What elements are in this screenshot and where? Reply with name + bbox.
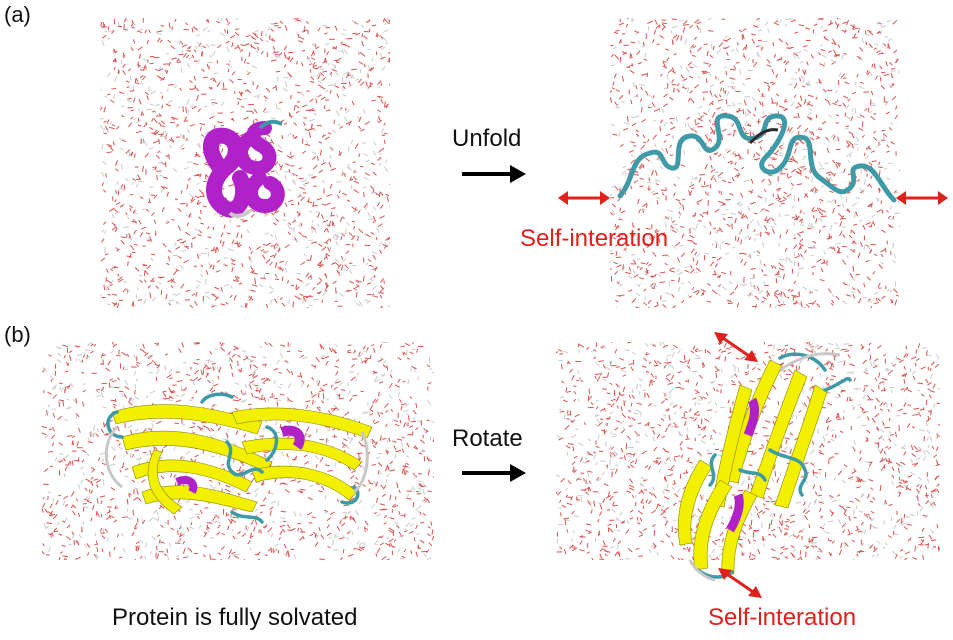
self-interaction-arrow-top-icon bbox=[714, 332, 758, 362]
self-interaction-arrow-bottom-icon bbox=[718, 568, 762, 598]
water-box-a-unfolded bbox=[610, 18, 900, 308]
beta-sheet-protein bbox=[104, 392, 373, 524]
self-interaction-label-b: Self-interation bbox=[708, 604, 857, 631]
unfold-label: Unfold bbox=[452, 125, 522, 152]
rotate-arrow-icon bbox=[462, 464, 526, 482]
unfold-arrow-icon bbox=[462, 165, 526, 183]
unfolded-protein-chain bbox=[617, 113, 897, 203]
self-interaction-label-a: Self-interation bbox=[520, 225, 669, 252]
water-box-b-original bbox=[42, 342, 434, 560]
rotated-beta-sheet-protein bbox=[677, 352, 852, 582]
self-interaction-arrow-right-icon bbox=[896, 191, 948, 205]
water-molecules bbox=[100, 18, 390, 308]
water-molecules bbox=[610, 18, 900, 308]
panel-a-letter: (a) bbox=[4, 2, 31, 27]
caption-fully-solvated: Protein is fully solvated bbox=[112, 604, 358, 631]
self-interaction-arrow-left-icon bbox=[558, 191, 610, 205]
folded-helix-protein bbox=[203, 119, 285, 218]
panel-b-letter: (b) bbox=[4, 322, 31, 347]
rotate-label: Rotate bbox=[452, 425, 523, 452]
water-box-a-folded bbox=[100, 18, 390, 308]
